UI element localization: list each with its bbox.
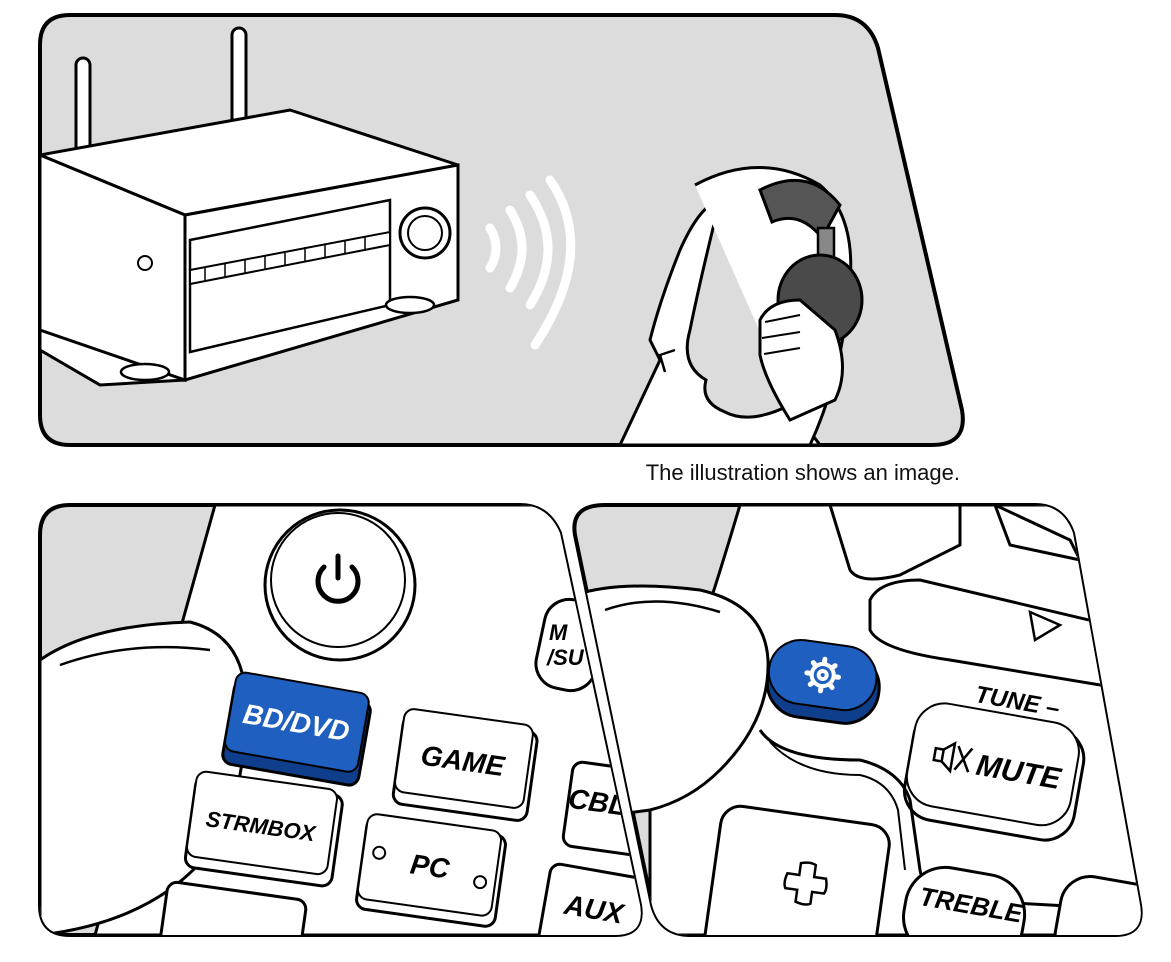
- strmbox-button[interactable]: STRMBOX: [183, 770, 344, 888]
- finger-right: [574, 584, 770, 822]
- partial-button-sub-label: /SU: [546, 645, 585, 670]
- gear-icon: [804, 656, 842, 694]
- aux-button[interactable]: AUX: [536, 862, 660, 962]
- headphone-band: [758, 178, 842, 241]
- remote-panel-right: TUNE – MUTE: [572, 503, 1171, 962]
- bd-dvd-button[interactable]: BD/DVD: [221, 671, 373, 787]
- power-icon: [315, 553, 361, 604]
- mute-speaker-icon: [932, 741, 974, 774]
- pc-label: PC: [408, 848, 452, 884]
- av-receiver: [40, 108, 460, 387]
- top-panel: [38, 13, 965, 447]
- power-button[interactable]: [263, 508, 417, 662]
- person-with-headphones: [617, 166, 864, 445]
- mute-button[interactable]: MUTE: [900, 699, 1090, 845]
- cross-button[interactable]: [701, 804, 892, 962]
- play-triangle-icon[interactable]: [1028, 609, 1063, 643]
- game-button[interactable]: GAME: [391, 708, 539, 822]
- partial-button-msu-label: M: [549, 620, 568, 645]
- pc-button[interactable]: PC: [355, 813, 507, 928]
- treble-button[interactable]: TREBLE: [897, 861, 1031, 962]
- partial-button-right[interactable]: [1050, 872, 1171, 962]
- partial-button-bottom[interactable]: [155, 880, 308, 962]
- setup-button[interactable]: [763, 636, 885, 728]
- cross-dpad-icon: [783, 861, 828, 906]
- illustration-caption: The illustration shows an image.: [645, 460, 960, 485]
- receiver-indicator: [137, 255, 153, 271]
- wireless-signal-icon: [485, 175, 576, 350]
- remote-panel-left: M /SU BD/DVD GAME CBL: [38, 503, 660, 962]
